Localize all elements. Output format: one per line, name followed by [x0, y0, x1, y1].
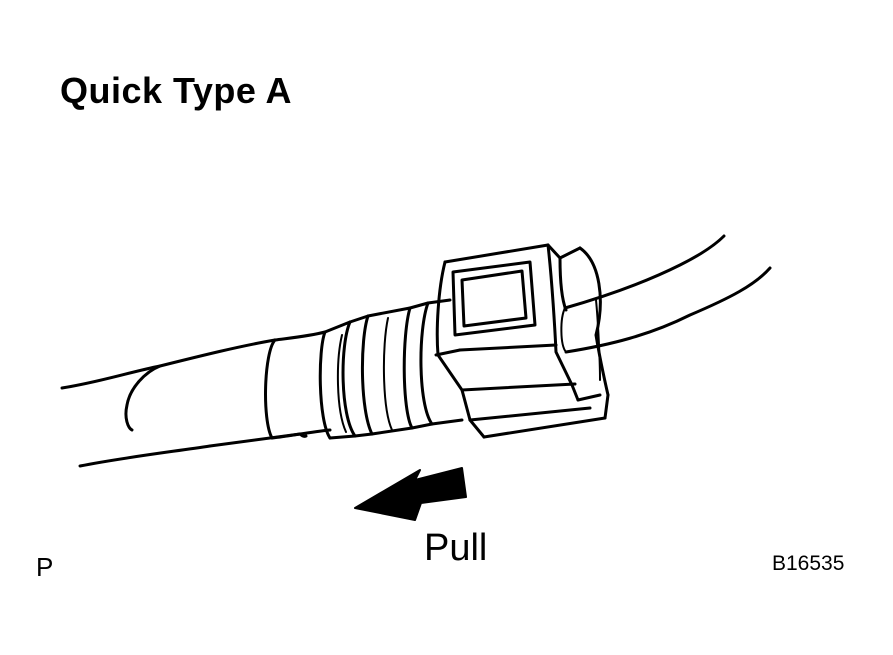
- connector-ridges: [318, 298, 464, 440]
- hose-left: [60, 338, 302, 468]
- pull-label: Pull: [424, 527, 488, 569]
- hose-right: [560, 234, 772, 354]
- retainer-clip: [434, 243, 610, 439]
- page-marker: P: [36, 552, 54, 582]
- figure-code: B16535: [772, 552, 845, 575]
- pull-arrow-icon: [354, 467, 467, 521]
- figure-title: Quick Type A: [60, 70, 293, 111]
